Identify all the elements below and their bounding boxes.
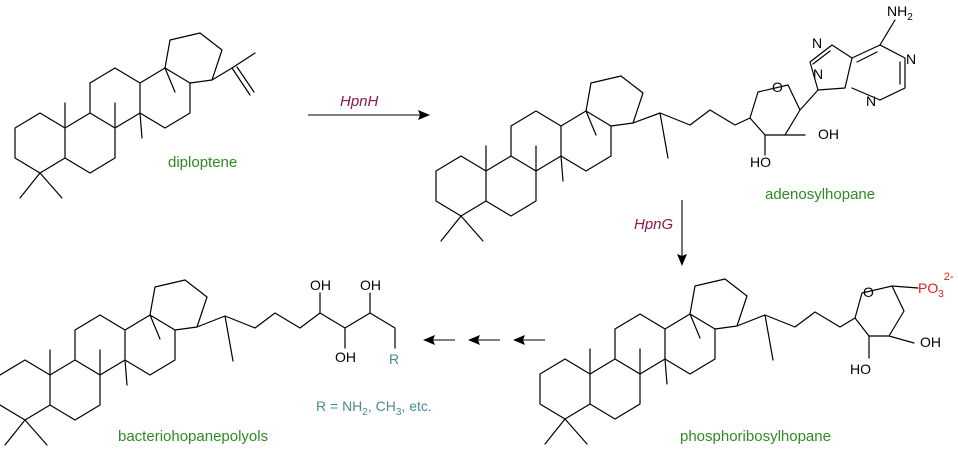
n9-label: N [813, 66, 823, 82]
n7-label: N [812, 35, 822, 51]
phosphate-label: PO32- [918, 271, 954, 300]
oh-label-5: OH [335, 349, 356, 365]
oh-label-2: OH [920, 334, 941, 350]
enzyme-hpng: HpnG [634, 216, 674, 233]
oh-label-3: OH [310, 277, 331, 293]
arrows-multistep [423, 335, 545, 345]
oh-label-1: OH [818, 126, 839, 142]
ring-o-label-2: O [863, 284, 874, 300]
adenosylhopane-label: adenosylhopane [765, 186, 875, 203]
phosphoribosylhopane-structure [539, 278, 919, 445]
diploptene-label: diploptene [168, 154, 237, 171]
oh-label-4: OH [360, 277, 381, 293]
r-definition: R = NH2, CH3, etc. [316, 398, 432, 418]
ho-label-2: HO [850, 361, 871, 377]
ho-label-1: HO [750, 154, 771, 170]
n3-label: N [866, 93, 876, 109]
bacteriohopanepolyols-label: bacteriohopanepolyols [118, 428, 268, 445]
enzyme-hpnh: HpnH [340, 93, 379, 110]
arrow-hpng [677, 200, 687, 266]
r-group-label: R [389, 351, 399, 367]
ring-o-label: O [772, 79, 783, 95]
phosphoribosylhopane-label: phosphoribosylhopane [680, 428, 831, 445]
bacteriohopanepolyols-structure [0, 279, 396, 446]
adenosylhopane-structure [435, 19, 906, 242]
nh2-label: NH2 [887, 3, 913, 23]
arrow-hpnh [308, 110, 430, 120]
diploptene-structure [14, 32, 256, 199]
n1-label: N [906, 51, 916, 67]
